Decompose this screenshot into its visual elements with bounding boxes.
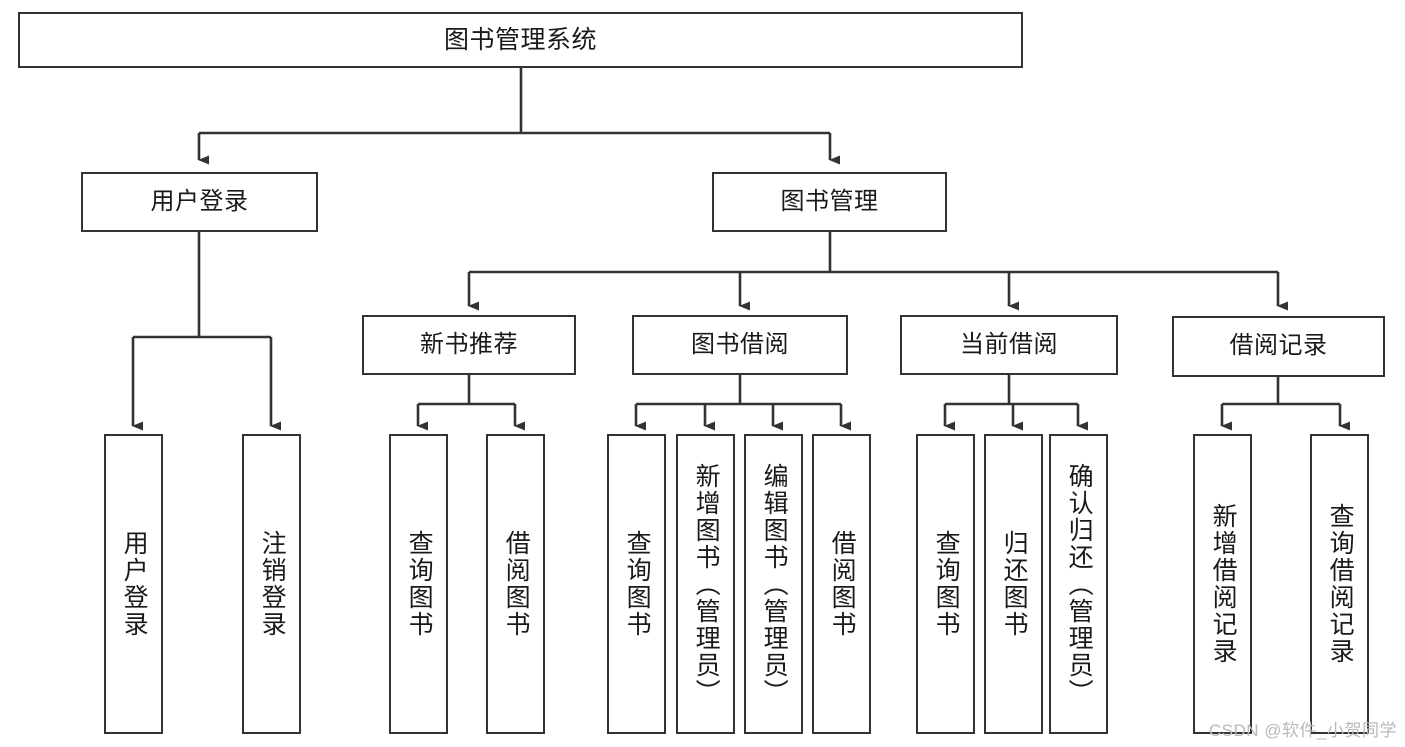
node-label: 借阅记录 bbox=[1229, 332, 1328, 360]
node-book-management[interactable]: 图书管理 bbox=[712, 172, 947, 232]
node-leaf-query-book-current[interactable]: 查询图书 bbox=[916, 434, 975, 734]
node-label: 借阅图书 bbox=[502, 530, 531, 638]
node-user-login[interactable]: 用户登录 bbox=[81, 172, 318, 232]
node-leaf-logout-login[interactable]: 注销登录 bbox=[242, 434, 301, 734]
node-label: 查询借阅记录 bbox=[1326, 503, 1355, 665]
node-leaf-query-borrow-record[interactable]: 查询借阅记录 bbox=[1310, 434, 1369, 734]
node-leaf-borrow-book-new[interactable]: 借阅图书 bbox=[486, 434, 545, 734]
node-leaf-query-book-borrow[interactable]: 查询图书 bbox=[607, 434, 666, 734]
node-label: 当前借阅 bbox=[960, 330, 1058, 358]
node-label: 查询图书 bbox=[932, 530, 961, 638]
node-book-management-system[interactable]: 图书管理系统 bbox=[18, 12, 1023, 68]
node-label: 图书管理系统 bbox=[443, 26, 597, 54]
node-leaf-confirm-return[interactable]: 确认归还（管理员） bbox=[1049, 434, 1108, 734]
node-label: 新增图书（管理员） bbox=[692, 462, 721, 706]
node-book-borrow[interactable]: 图书借阅 bbox=[632, 315, 848, 375]
node-label: 查询图书 bbox=[405, 530, 434, 638]
node-label: 借阅图书 bbox=[828, 530, 857, 638]
node-borrow-record[interactable]: 借阅记录 bbox=[1172, 316, 1385, 377]
node-label: 用户登录 bbox=[150, 187, 249, 215]
node-leaf-query-book-new[interactable]: 查询图书 bbox=[389, 434, 448, 734]
node-new-book-recommend[interactable]: 新书推荐 bbox=[362, 315, 576, 375]
node-label: 确认归还（管理员） bbox=[1065, 462, 1094, 706]
node-label: 归还图书 bbox=[1000, 530, 1029, 638]
node-label: 用户登录 bbox=[120, 530, 149, 638]
node-leaf-add-borrow-record[interactable]: 新增借阅记录 bbox=[1193, 434, 1252, 734]
node-leaf-user-login[interactable]: 用户登录 bbox=[104, 434, 163, 734]
node-label: 图书管理 bbox=[780, 187, 879, 215]
node-leaf-edit-book[interactable]: 编辑图书（管理员） bbox=[744, 434, 803, 734]
node-current-borrow[interactable]: 当前借阅 bbox=[900, 315, 1118, 375]
node-label: 新增借阅记录 bbox=[1209, 503, 1238, 665]
node-leaf-return-book[interactable]: 归还图书 bbox=[984, 434, 1043, 734]
node-label: 图书借阅 bbox=[691, 330, 789, 358]
node-leaf-add-book[interactable]: 新增图书（管理员） bbox=[676, 434, 735, 734]
node-leaf-borrow-book[interactable]: 借阅图书 bbox=[812, 434, 871, 734]
node-label: 注销登录 bbox=[258, 530, 287, 638]
node-label: 新书推荐 bbox=[420, 330, 518, 358]
node-label: 查询图书 bbox=[623, 530, 652, 638]
node-label: 编辑图书（管理员） bbox=[760, 462, 789, 706]
